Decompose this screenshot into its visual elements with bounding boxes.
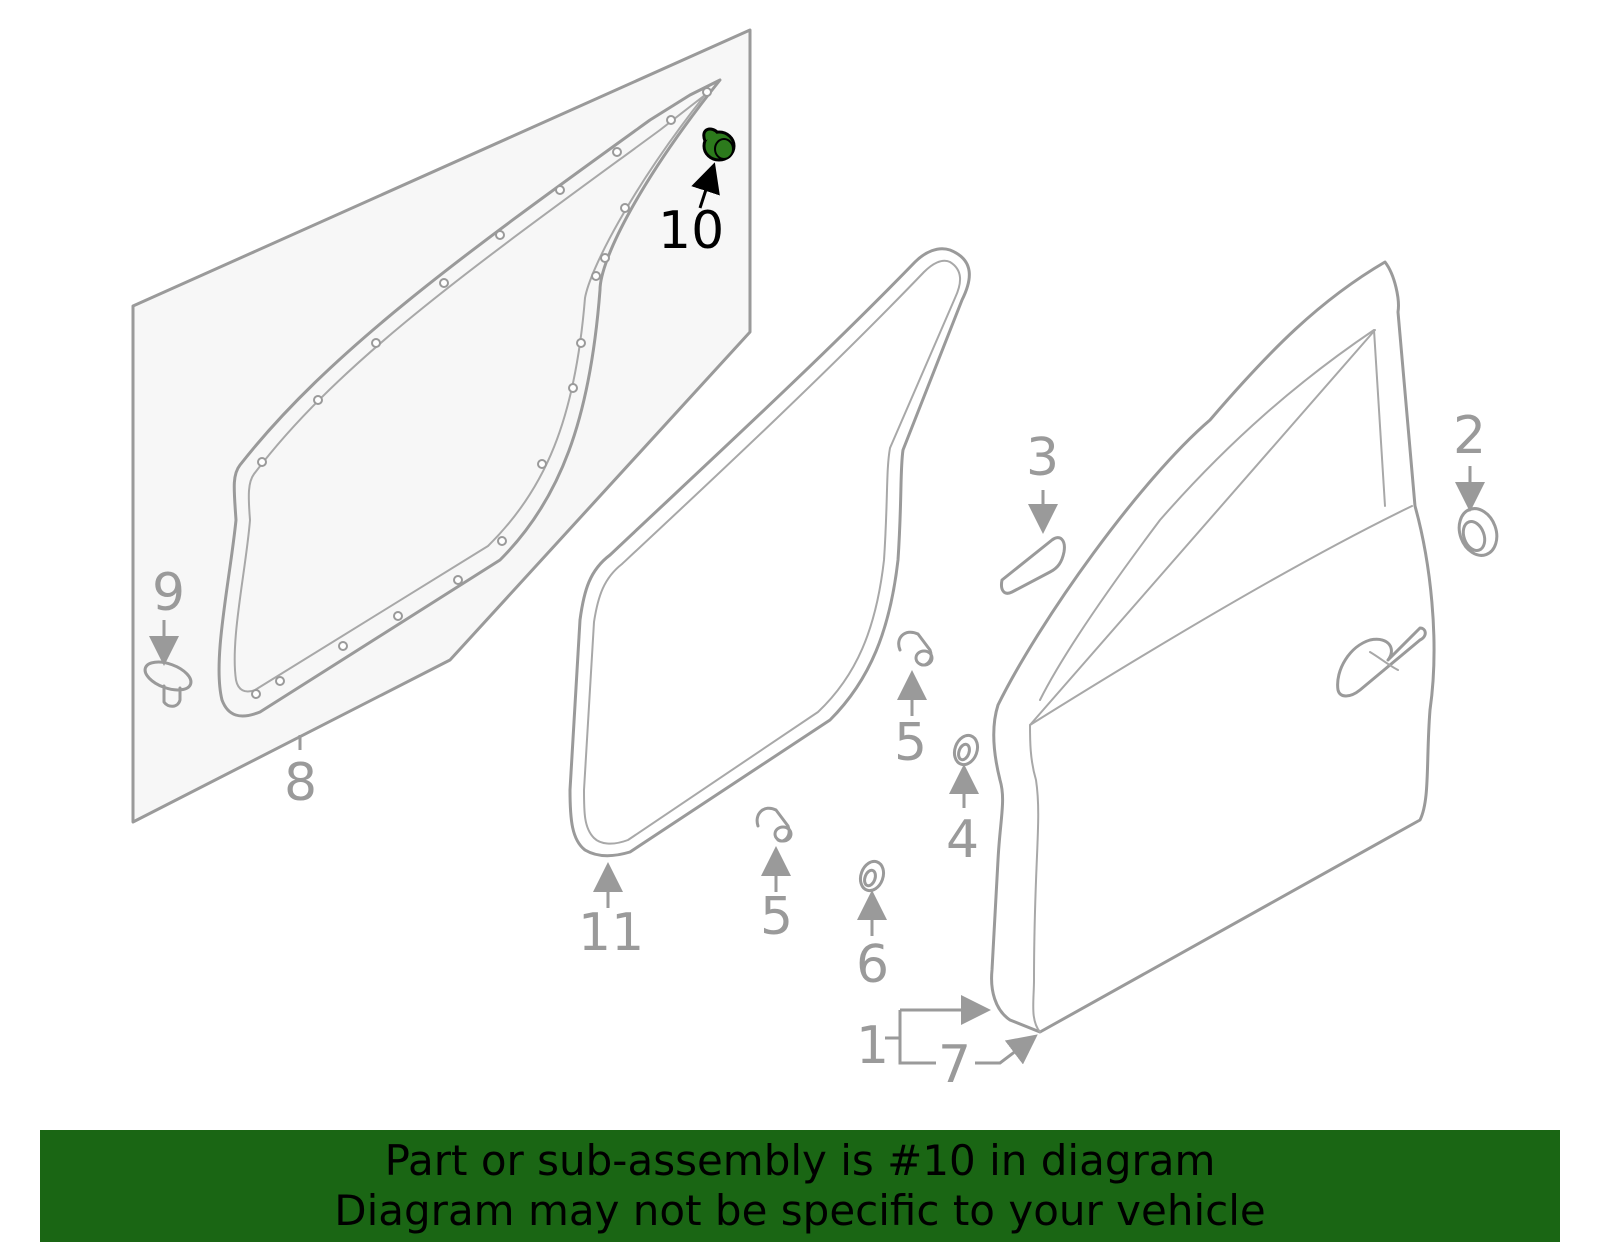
body-opening-panel [131,28,752,824]
callout-label-5-upper: 5 [894,713,927,773]
grommet-part-6 [857,859,887,936]
grommet-part-2 [1455,466,1499,557]
callout-label-11: 11 [578,903,644,963]
callout-label-5-lower: 5 [760,887,793,947]
grommet-part-4 [949,733,980,808]
callout-label-9: 9 [152,563,185,623]
clip-part-9 [143,620,193,708]
door-shell-part-1 [990,260,1436,1034]
callout-label-8: 8 [284,753,317,813]
callout-bracket-1-7 [885,995,1038,1065]
callout-label-6: 6 [856,935,889,995]
callout-label-7: 7 [938,1035,971,1095]
door-weatherstrip-part-11 [568,247,971,908]
parts-diagram: 1 2 3 4 5 5 6 7 8 9 10 11 [131,28,1499,1095]
callout-label-2: 2 [1453,406,1486,466]
callout-label-4: 4 [946,810,979,870]
info-banner: Part or sub-assembly is #10 in diagram D… [40,1130,1560,1242]
bumper-part-5-upper [897,630,934,716]
callout-label-3: 3 [1026,428,1059,488]
cap-part-3 [1000,490,1066,595]
banner-line-disclaimer: Diagram may not be specific to your vehi… [334,1186,1266,1235]
bumper-part-5-lower [755,806,793,892]
weatherstrip-clip-holes [251,87,712,699]
callout-label-1: 1 [856,1016,889,1076]
plug-part-10 [691,127,736,209]
callout-label-10: 10 [658,201,724,261]
banner-line-part: Part or sub-assembly is #10 in diagram [384,1136,1216,1185]
